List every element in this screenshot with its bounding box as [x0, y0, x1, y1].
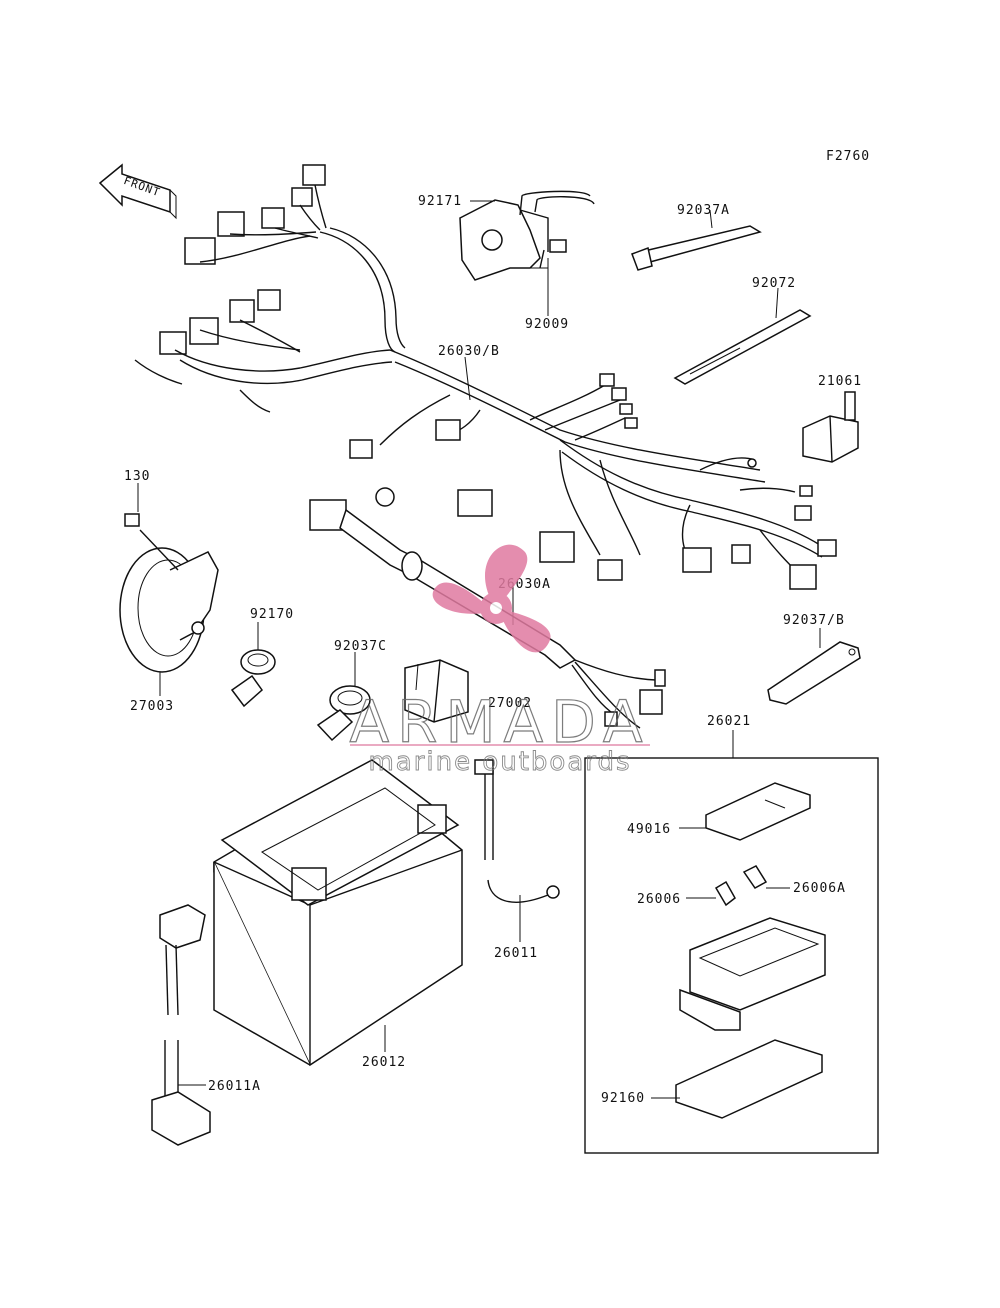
part-label-26011: 26011: [494, 946, 538, 961]
relay-27002: [404, 659, 469, 723]
part-label-92037C: 92037C: [334, 639, 387, 654]
part-label-92037A: 92037A: [677, 203, 730, 218]
band-92072: [673, 287, 812, 385]
part-label-92072: 92072: [752, 276, 796, 291]
bracket-92171: [459, 190, 595, 281]
front-arrow-icon: FRONT: [98, 163, 177, 220]
propeller-logo-icon: [432, 544, 551, 653]
watermark-brand: ARMADA: [349, 688, 650, 756]
horn-27003: [119, 513, 219, 673]
part-label-49016: 49016: [627, 822, 671, 837]
clamp-92170: [230, 649, 276, 708]
battery-cable-26011A: [151, 904, 211, 1146]
leader-lines: [137, 200, 821, 1099]
part-label-130: 130: [124, 469, 150, 484]
part-label-27002: 27002: [488, 696, 532, 711]
part-label-26006A: 26006A: [793, 881, 846, 896]
band-92037B: [767, 641, 861, 705]
part-label-92009: 92009: [525, 317, 569, 332]
part-label-21061: 21061: [818, 374, 862, 389]
part-label-92037B: 92037/B: [783, 613, 845, 628]
watermark-tagline: marine outboards: [368, 747, 631, 777]
fuse-box-group-frame: [584, 757, 879, 1154]
part-label-26012: 26012: [362, 1055, 406, 1070]
band-92037A: [631, 209, 762, 271]
figure-code: F2760: [826, 149, 870, 164]
part-label-26006: 26006: [637, 892, 681, 907]
part-21061: [802, 391, 859, 463]
bolt-92009: [518, 239, 567, 269]
part-label-26030B: 26030/B: [438, 344, 500, 359]
part-label-26021: 26021: [707, 714, 751, 729]
part-label-92170: 92170: [250, 607, 294, 622]
part-label-27003: 27003: [130, 699, 174, 714]
clamp-92037C: [316, 685, 371, 742]
battery-cable-26011: [474, 759, 560, 903]
battery-26012: [213, 759, 463, 1067]
part-label-26011A: 26011A: [208, 1079, 261, 1094]
fuse-box-26021: [675, 782, 826, 1119]
part-label-92160: 92160: [601, 1091, 645, 1106]
main-wire-harness: [134, 164, 837, 590]
armada-watermark: ARMADA marine outboards: [349, 544, 650, 777]
part-label-92171: 92171: [418, 194, 462, 209]
